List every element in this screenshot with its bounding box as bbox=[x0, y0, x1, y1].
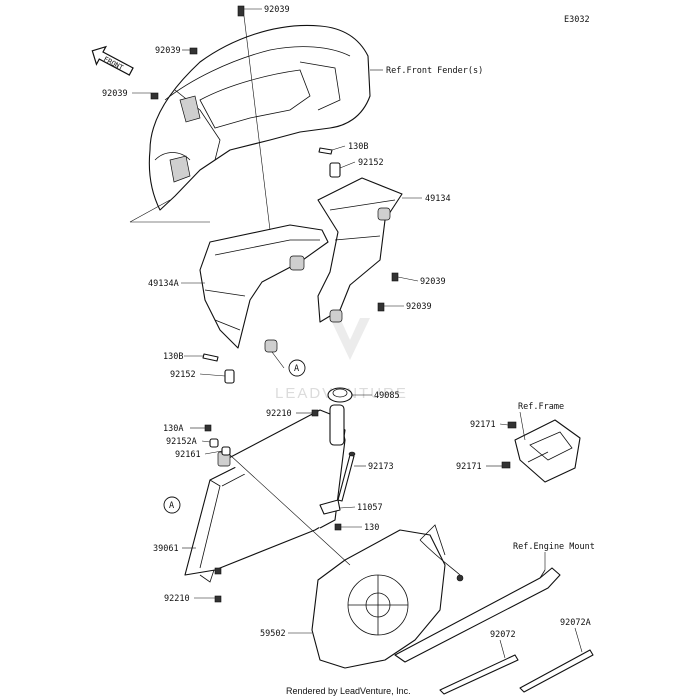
label-49134A: 49134A bbox=[148, 279, 179, 289]
label-49085: 49085 bbox=[374, 391, 400, 401]
fan-shroud bbox=[311, 524, 464, 669]
label-39061: 39061 bbox=[153, 544, 179, 554]
label-92210-lower: 92210 bbox=[164, 594, 190, 604]
footer-credit: Rendered by LeadVenture, Inc. bbox=[286, 686, 411, 696]
bracket-11057 bbox=[319, 499, 341, 515]
label-92152A: 92152A bbox=[166, 437, 197, 447]
label-130B-upper: 130B bbox=[348, 142, 368, 152]
circle-ref-a-2: A bbox=[163, 496, 181, 514]
circle-ref-a-1: A bbox=[288, 359, 306, 377]
diagram-code: E3032 bbox=[564, 15, 590, 25]
label-92039-right-2: 92039 bbox=[406, 302, 432, 312]
bolt-92173 bbox=[337, 451, 356, 502]
label-59502: 59502 bbox=[260, 629, 286, 639]
front-arrow-icon: FRONT bbox=[91, 45, 134, 76]
engine-mount bbox=[394, 567, 561, 663]
front-fender bbox=[148, 24, 371, 211]
radiator-shroud-left bbox=[199, 224, 329, 353]
label-92152-lower: 92152 bbox=[170, 370, 196, 380]
frame-bracket bbox=[514, 419, 581, 483]
label-92072A: 92072A bbox=[560, 618, 591, 628]
label-92171-upper: 92171 bbox=[470, 420, 496, 430]
label-92039-left: 92039 bbox=[102, 89, 128, 99]
label-ref-frame: Ref.Frame bbox=[518, 402, 564, 412]
label-ref-front-fender: Ref.Front Fender(s) bbox=[386, 66, 483, 76]
leader-lines bbox=[129, 8, 583, 659]
label-92173: 92173 bbox=[368, 462, 394, 472]
radiator-shroud-right bbox=[317, 177, 403, 323]
cable-tie-92072 bbox=[439, 654, 519, 695]
label-130A: 130A bbox=[163, 424, 183, 434]
label-92039-top: 92039 bbox=[264, 5, 290, 15]
label-92039-right-1: 92039 bbox=[420, 277, 446, 287]
label-92161: 92161 bbox=[175, 450, 201, 460]
watermark-logo-icon bbox=[330, 318, 370, 360]
label-130B-lower: 130B bbox=[163, 352, 183, 362]
cable-tie-92072A bbox=[519, 649, 594, 693]
fastener-bolts bbox=[150, 5, 517, 603]
label-92210-upper: 92210 bbox=[266, 409, 292, 419]
label-ref-engine-mount: Ref.Engine Mount bbox=[513, 542, 595, 552]
svg-text:A: A bbox=[294, 364, 299, 374]
label-92152-upper: 92152 bbox=[358, 158, 384, 168]
radiator-cap bbox=[327, 387, 353, 403]
svg-text:A: A bbox=[169, 501, 174, 511]
label-92072: 92072 bbox=[490, 630, 516, 640]
label-11057: 11057 bbox=[357, 503, 383, 513]
radiator bbox=[184, 404, 346, 583]
label-130: 130 bbox=[364, 523, 379, 533]
label-92171-lower: 92171 bbox=[456, 462, 482, 472]
label-92039-upper-left: 92039 bbox=[155, 46, 181, 56]
label-49134: 49134 bbox=[425, 194, 451, 204]
